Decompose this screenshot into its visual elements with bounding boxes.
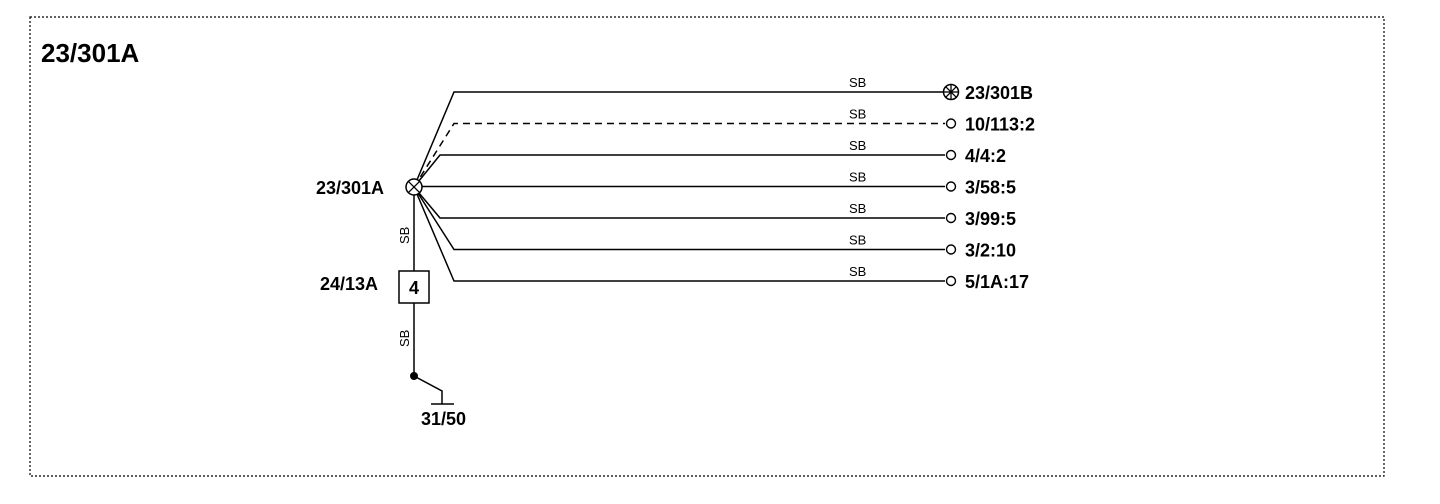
- branch-wire: [413, 186, 945, 219]
- terminal-label: 10/113:2: [965, 115, 1035, 135]
- wire-color-label: SB: [849, 138, 866, 153]
- wire-color-label: SB: [849, 233, 866, 248]
- ground-label: 31/50: [421, 409, 466, 429]
- pin-terminal-icon: [945, 118, 957, 129]
- diagram-title: 23/301A: [41, 38, 140, 68]
- wire-color-label: SB: [849, 75, 866, 90]
- component-pin: 4: [409, 278, 419, 298]
- branch-wire: [413, 186, 945, 251]
- component-label: 24/13A: [320, 274, 378, 294]
- branch-wire: [413, 122, 945, 188]
- terminal-label: 3/58:5: [965, 178, 1016, 198]
- splice-icon: [405, 178, 423, 196]
- branch-wires: SB23/301BSB10/113:2SB4/4:2SB3/58:5SB3/99…: [413, 75, 1035, 292]
- branch-wire: [413, 186, 945, 282]
- wire-color-vertical-lower: SB: [397, 330, 412, 347]
- terminal-label: 4/4:2: [965, 146, 1006, 166]
- pin-terminal-icon: [945, 275, 957, 287]
- terminal-label: 23/301B: [965, 83, 1033, 103]
- pin-terminal-icon: [945, 149, 957, 161]
- splice-terminal-icon: [942, 83, 960, 101]
- pin-terminal-icon: [945, 181, 957, 192]
- wire-color-vertical-upper: SB: [397, 227, 412, 244]
- terminal-label: 5/1A:17: [965, 272, 1029, 292]
- branch-wire: [413, 91, 945, 188]
- pin-terminal-icon: [945, 244, 957, 255]
- branch-wire: [413, 185, 945, 188]
- wire-color-label: SB: [849, 264, 866, 279]
- branch-wire: [413, 154, 945, 188]
- ground-icon: [410, 372, 454, 405]
- wire-color-label: SB: [849, 170, 866, 185]
- pin-terminal-icon: [945, 212, 957, 224]
- wire-color-label: SB: [849, 107, 866, 122]
- terminal-label: 3/99:5: [965, 209, 1016, 229]
- splice-label: 23/301A: [316, 178, 384, 198]
- wire-color-label: SB: [849, 201, 866, 216]
- terminal-label: 3/2:10: [965, 241, 1016, 261]
- diagram-border: [29, 16, 1385, 477]
